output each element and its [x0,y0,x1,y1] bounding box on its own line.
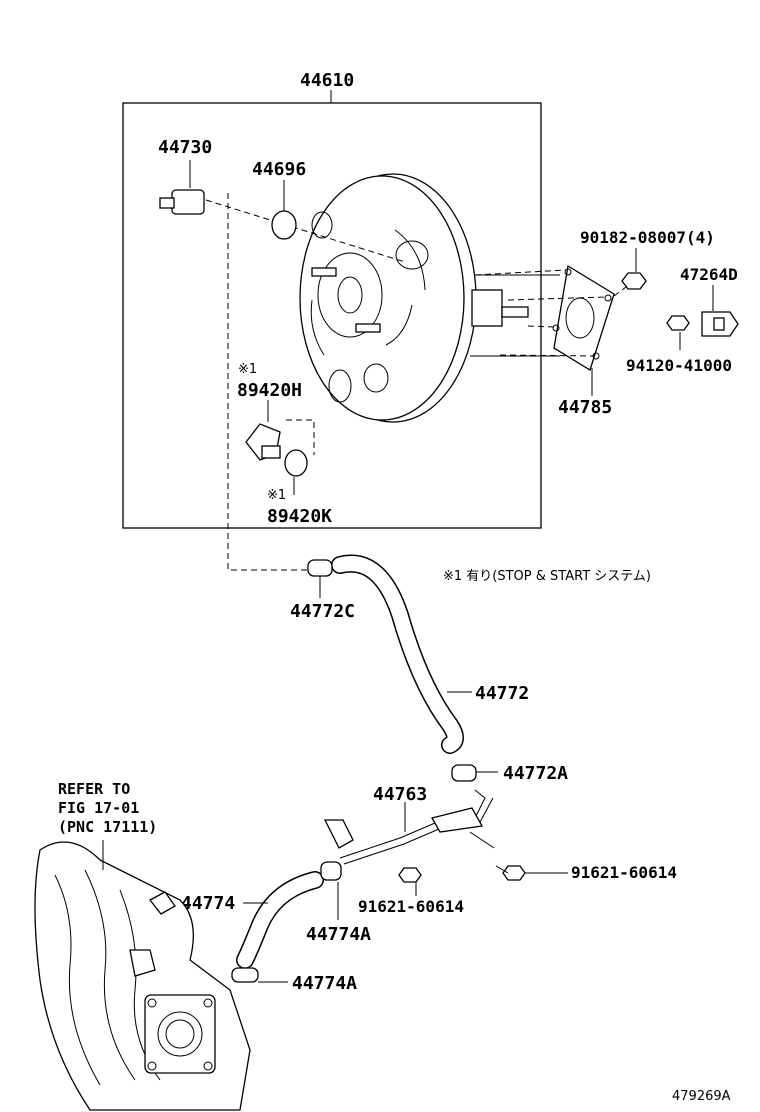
bolt-91621-60614-lower [398,867,422,883]
label-44763[interactable]: 44763 [373,784,427,805]
brake-booster [299,173,560,423]
refer-line-2: FIG 17-01 [58,799,139,817]
note-mark-89420K: ※1 [267,488,286,503]
nut-90182-08007 [621,272,647,290]
refer-line-1: REFER TO [58,780,130,798]
intake-manifold-reference [34,840,251,1111]
label-91621-60614-right[interactable]: 91621-60614 [571,863,677,882]
gasket-44785 [552,264,615,371]
note-mark-89420H: ※1 [238,362,257,377]
label-89420K[interactable]: 89420K [267,506,332,527]
hose-clip-44774A-lower [231,967,259,983]
bolt-91621-60614-right [502,865,526,881]
label-44730[interactable]: 44730 [158,137,212,158]
label-44774A-upper[interactable]: 44774A [306,924,371,945]
bracket-47264D [701,311,739,337]
grommet-44696 [271,210,297,240]
label-44772A[interactable]: 44772A [503,763,568,784]
note-stop-start-system: ※1 有り(STOP & START システム) [443,569,651,584]
hose-clip-44774A-upper [320,861,342,881]
hose-clip-44772A [451,764,477,782]
label-47264D[interactable]: 47264D [680,265,738,284]
check-valve-44730 [159,160,406,263]
label-44774A-lower[interactable]: 44774A [292,973,357,994]
label-91621-60614-lower[interactable]: 91621-60614 [358,897,464,916]
label-90182-08007[interactable]: 90182-08007(4) [580,228,715,247]
refer-line-3: (PNC 17111) [58,818,157,836]
hose-clip-44772C [307,559,333,577]
label-44610[interactable]: 44610 [300,70,354,91]
label-44772C[interactable]: 44772C [290,601,355,622]
label-44772[interactable]: 44772 [475,683,529,704]
assembly-frame-44610 [122,102,542,529]
bolt-94120-41000 [666,315,690,331]
label-44696[interactable]: 44696 [252,159,306,180]
label-89420H[interactable]: 89420H [237,380,302,401]
figure-id: 479269A [672,1089,731,1104]
label-94120-41000[interactable]: 94120-41000 [626,356,732,375]
vacuum-pipe-44763 [323,789,495,865]
grommet-89420K [284,449,308,477]
label-44785[interactable]: 44785 [558,397,612,418]
label-44774[interactable]: 44774 [181,893,235,914]
vacuum-sensor-89420H [245,423,281,461]
